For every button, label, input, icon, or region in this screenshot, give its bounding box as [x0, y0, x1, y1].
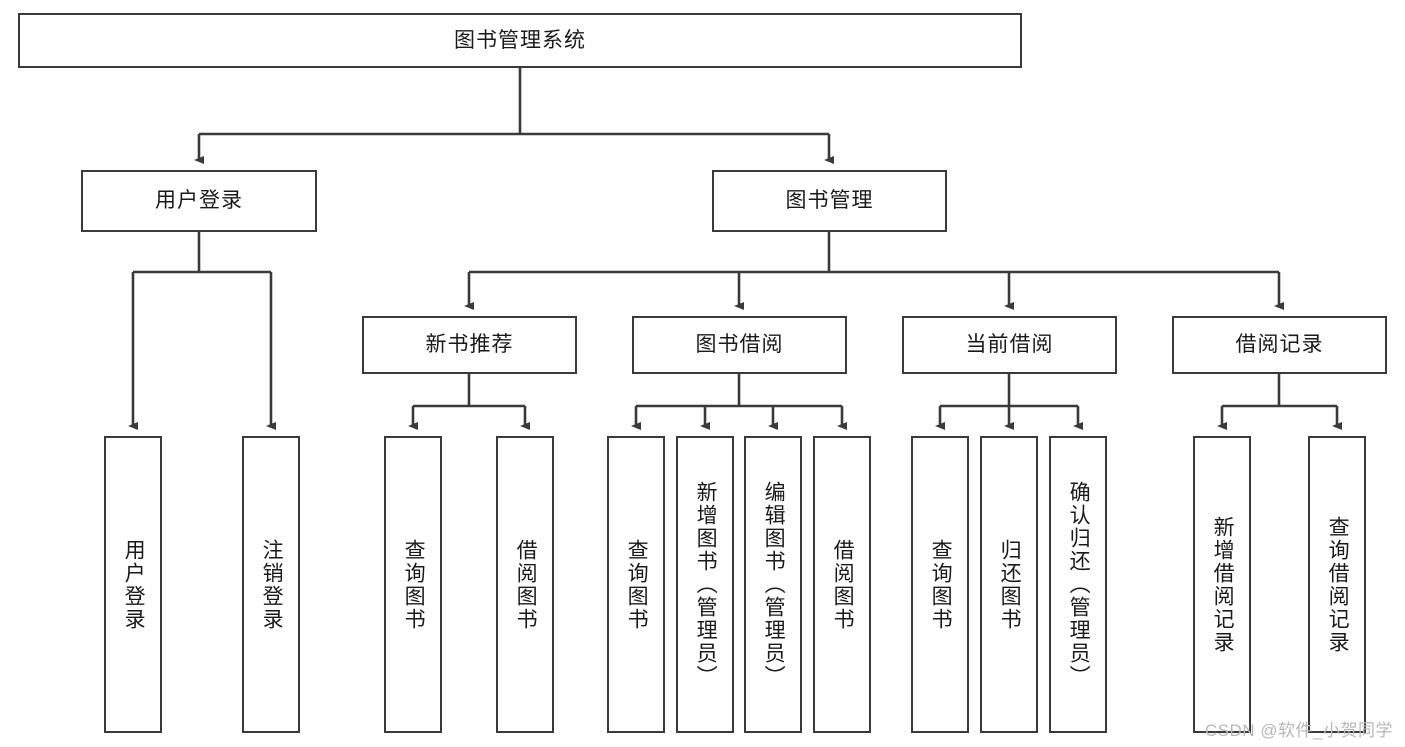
node-leaf-query-borrow-record-label: 查询借阅记录: [1326, 515, 1350, 654]
node-new-book-recommend-label: 新书推荐: [425, 333, 514, 357]
node-leaf-query-book-current-label: 查询图书: [929, 538, 953, 631]
node-leaf-confirm-return-admin-label: 确认归还（管理员）: [1067, 481, 1091, 688]
node-leaf-user-login-label: 用户登录: [122, 538, 146, 631]
node-new-book-recommend[interactable]: 新书推荐: [362, 316, 577, 374]
node-leaf-add-book-admin[interactable]: 新增图书（管理员）: [676, 436, 734, 733]
node-current-borrow-label: 当前借阅: [965, 333, 1054, 357]
node-current-borrow[interactable]: 当前借阅: [902, 316, 1117, 374]
node-leaf-add-borrow-record[interactable]: 新增借阅记录: [1193, 436, 1251, 733]
node-leaf-user-login[interactable]: 用户登录: [104, 436, 162, 733]
node-leaf-query-book-recommend[interactable]: 查询图书: [384, 436, 442, 733]
node-leaf-return-book-label: 归还图书: [998, 538, 1022, 631]
node-leaf-add-book-admin-label: 新增图书（管理员）: [694, 481, 718, 688]
node-leaf-query-book-recommend-label: 查询图书: [402, 538, 426, 631]
node-leaf-borrow-book-label: 借阅图书: [831, 538, 855, 631]
node-leaf-query-book-current[interactable]: 查询图书: [911, 436, 969, 733]
node-book-borrow-label: 图书借阅: [695, 333, 784, 357]
node-user-login-label: 用户登录: [155, 189, 243, 213]
node-leaf-borrow-book-recommend-label: 借阅图书: [514, 538, 538, 631]
node-leaf-confirm-return-admin[interactable]: 确认归还（管理员）: [1049, 436, 1107, 733]
node-book-management-label: 图书管理: [785, 189, 874, 213]
node-leaf-edit-book-admin[interactable]: 编辑图书（管理员）: [744, 436, 802, 733]
node-borrow-record-label: 借阅记录: [1235, 333, 1324, 357]
node-book-borrow[interactable]: 图书借阅: [632, 316, 847, 374]
node-leaf-logout[interactable]: 注销登录: [242, 436, 300, 733]
node-root-label: 图书管理系统: [454, 28, 586, 52]
node-leaf-logout-label: 注销登录: [260, 538, 284, 631]
watermark: CSDN @软件_小贺同学: [1204, 721, 1393, 740]
node-leaf-edit-book-admin-label: 编辑图书（管理员）: [762, 481, 786, 688]
node-leaf-query-borrow-record[interactable]: 查询借阅记录: [1308, 436, 1366, 733]
node-root[interactable]: 图书管理系统: [18, 13, 1022, 68]
node-borrow-record[interactable]: 借阅记录: [1172, 316, 1387, 374]
node-leaf-borrow-book[interactable]: 借阅图书: [813, 436, 871, 733]
node-book-management[interactable]: 图书管理: [712, 170, 947, 232]
node-leaf-query-book-borrow[interactable]: 查询图书: [607, 436, 665, 733]
node-user-login[interactable]: 用户登录: [81, 170, 317, 232]
node-leaf-query-book-borrow-label: 查询图书: [625, 538, 649, 631]
node-leaf-return-book[interactable]: 归还图书: [980, 436, 1038, 733]
node-leaf-borrow-book-recommend[interactable]: 借阅图书: [496, 436, 554, 733]
node-leaf-add-borrow-record-label: 新增借阅记录: [1211, 515, 1235, 654]
